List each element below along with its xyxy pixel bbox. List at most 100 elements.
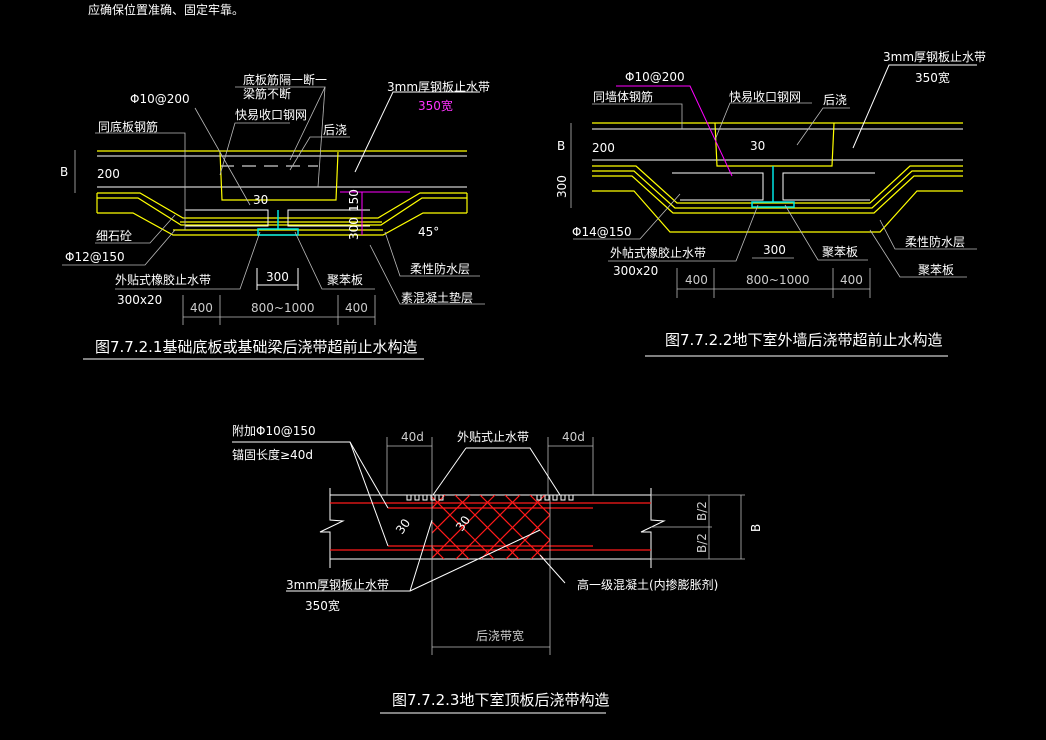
figure-2: 3mm厚钢板止水带 350宽 Φ10@200 同墙体钢筋 快易收口钢网 后浇 B… <box>555 50 986 357</box>
leader <box>62 229 176 266</box>
rubber-waterstop <box>751 201 795 208</box>
figure-3: 附加Φ10@150 锚固长度≥40d 40d 40d 外贴式止水带 3mm厚钢板… <box>232 424 763 714</box>
break-line-right <box>640 488 666 568</box>
leader <box>852 64 977 149</box>
leader <box>784 204 868 261</box>
figure-1: 底板筋隔一断一 梁筋不断 Φ10@200 快易收口钢网 同底板钢筋 后浇 3mm… <box>60 72 490 360</box>
post-cast-hatch <box>432 495 550 559</box>
label-mesh: 快易收口钢网 <box>235 108 307 122</box>
rebar <box>782 172 875 201</box>
label-rubber-size: 300x20 <box>117 293 162 307</box>
label-steel-stop: 3mm厚钢板止水带 <box>883 50 986 64</box>
top-note: 应确保位置准确、固定牢靠。 <box>88 2 244 17</box>
figure-2-title: 图7.7.2.2地下室外墙后浇带超前止水构造 <box>665 331 942 349</box>
label-phi14: Φ14@150 <box>572 225 632 239</box>
dim-150: 150 <box>347 189 361 212</box>
leader <box>879 219 977 250</box>
label-steel-stop: 3mm厚钢板止水带 <box>387 80 490 94</box>
label-phi12: Φ12@150 <box>65 250 125 264</box>
pit-outline <box>97 192 467 219</box>
dim-800-1000: 800~1000 <box>746 273 810 287</box>
rebar <box>185 209 269 227</box>
leader <box>539 554 566 584</box>
dim-40d-left: 40d <box>401 430 424 444</box>
leader <box>95 132 186 230</box>
dim-400-left: 400 <box>685 273 708 287</box>
figure-1-title: 图7.7.2.1基础底板或基础梁后浇带超前止水构造 <box>95 338 417 356</box>
mesh-outline <box>219 151 339 201</box>
label-steel-width: 350宽 <box>305 598 340 613</box>
leader <box>466 447 561 496</box>
leader <box>95 214 176 244</box>
pit-outline-3 <box>97 212 467 236</box>
label-mesh: 快易收口钢网 <box>729 90 801 104</box>
label-post-cast: 后浇 <box>323 123 347 137</box>
dim-angle: 45° <box>418 225 439 239</box>
dim-30: 30 <box>253 193 268 207</box>
leader <box>384 231 480 277</box>
rebar <box>672 172 764 201</box>
label-extra-rebar: 附加Φ10@150 <box>232 424 316 438</box>
label-steel-stop: 3mm厚钢板止水带 <box>286 578 389 592</box>
label-rubber-size: 300x20 <box>613 264 658 278</box>
pit-outline <box>592 165 963 204</box>
label-steel-width: 350宽 <box>915 70 950 85</box>
pit-outline-2 <box>592 170 963 209</box>
leader <box>194 107 251 206</box>
leader <box>573 193 681 240</box>
dim-400-left: 400 <box>190 301 213 315</box>
leader <box>796 107 850 146</box>
dim-300: 300 <box>763 243 786 257</box>
label-beam-rebar: 梁筋不断 <box>243 86 291 101</box>
pit-outline-2 <box>97 197 467 226</box>
dim-300: 300 <box>266 270 289 284</box>
leader <box>354 91 480 173</box>
leader <box>592 103 683 129</box>
dim-400-right: 400 <box>345 301 368 315</box>
label-band-width: 后浇带宽 <box>476 628 524 643</box>
dim-800-1000: 800~1000 <box>251 301 315 315</box>
leader <box>869 229 967 278</box>
label-rubber-stop: 外帖式橡胶止水带 <box>610 245 706 260</box>
label-eps-2: 聚苯板 <box>918 263 954 277</box>
dim-40d-right: 40d <box>562 430 585 444</box>
label-post-cast: 后浇 <box>823 93 847 107</box>
label-rubber-stop: 外贴式橡胶止水带 <box>115 272 211 287</box>
leader <box>608 204 759 262</box>
dim-200: 200 <box>592 141 615 155</box>
leader <box>115 231 261 290</box>
label-same-rebar: 同底板钢筋 <box>98 119 158 134</box>
label-phi10: Φ10@200 <box>130 92 190 106</box>
label-eps: 聚苯板 <box>327 273 363 287</box>
dim-b-text: B <box>60 165 68 179</box>
label-same-rebar: 同墙体钢筋 <box>593 89 653 104</box>
dim-b-half-bottom: B/2 <box>695 533 709 553</box>
break-line-left <box>319 488 345 568</box>
label-ext-stop: 外贴式止水带 <box>457 430 529 444</box>
label-rebar-cut: 底板筋隔一断一 <box>243 72 327 87</box>
leader <box>714 102 812 141</box>
leader <box>294 231 375 290</box>
leader <box>409 529 541 592</box>
label-flex-wp: 柔性防水层 <box>410 261 470 276</box>
label-anchor: 锚固长度≥40d <box>232 447 313 462</box>
label-phi10: Φ10@200 <box>625 70 685 84</box>
dim-30-right: 30 <box>453 513 473 534</box>
external-waterstop <box>406 495 574 501</box>
dim-300v: 300 <box>347 217 361 240</box>
pit-outline-4 <box>592 190 963 233</box>
dim-30-left: 30 <box>393 516 413 537</box>
leader <box>432 447 467 496</box>
pit-outline-3 <box>592 175 963 214</box>
label-flex-wp: 柔性防水层 <box>905 234 965 249</box>
dim-200: 200 <box>97 167 120 181</box>
dim-400-right: 400 <box>840 273 863 287</box>
label-higher-concrete: 高一级混凝土(内掺膨胀剂) <box>577 577 718 592</box>
mesh-outline <box>714 122 835 167</box>
dim-300v: 300 <box>555 175 569 198</box>
dim-30: 30 <box>750 139 765 153</box>
label-plain-concrete: 素混凝土垫层 <box>401 290 473 305</box>
figure-3-title: 图7.7.2.3地下室顶板后浇带构造 <box>392 691 609 709</box>
leader <box>289 136 350 171</box>
